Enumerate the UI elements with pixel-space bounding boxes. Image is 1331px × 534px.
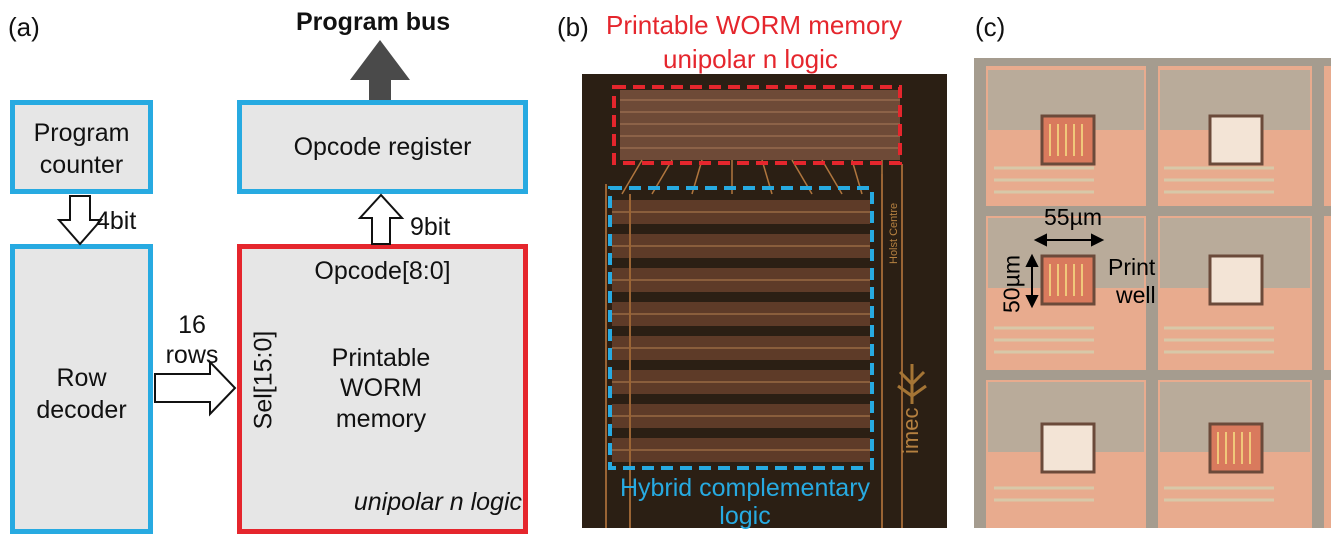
chip-photo: Holst Centre imec	[582, 74, 947, 528]
print-well-label-2: well	[1116, 282, 1156, 308]
dim-height-label: 50µm	[998, 255, 1025, 313]
program-counter-label-2: counter	[39, 151, 124, 179]
memory-label-3: memory	[335, 405, 427, 433]
program-bus-title: Program bus	[296, 8, 451, 36]
panel-c-label: (c)	[975, 12, 1006, 42]
worm-memory-box	[237, 244, 528, 534]
hybrid-label-2: logic	[719, 502, 771, 530]
print-well-label-1: Print	[1108, 254, 1156, 280]
rows-16-label-2: rows	[165, 341, 219, 369]
chip-imec-text: imec	[898, 407, 923, 454]
rows-16-label-1: 16	[178, 311, 206, 339]
row-decoder-label-1: Row	[56, 364, 107, 392]
memory-label-2: WORM	[340, 374, 422, 402]
worm-subtitle: unipolar n logic	[663, 44, 838, 74]
bits-4-label: 4bit	[96, 207, 137, 235]
dim-width-label: 55µm	[1044, 204, 1102, 230]
memory-label-1: Printable	[331, 344, 431, 372]
panel-a-label: (a)	[8, 12, 40, 42]
panel-b-label: (b)	[557, 12, 589, 42]
chip-circuit-art	[582, 74, 947, 528]
program-counter-box	[10, 100, 153, 194]
chip-holst-text: Holst Centre	[888, 202, 900, 264]
bits-9-label: 9bit	[410, 213, 451, 241]
opcode-register-label: Opcode register	[293, 133, 472, 161]
micrograph: 55µm 50µm Print well	[974, 58, 1331, 528]
micrograph-art	[974, 58, 1331, 528]
opcode-register-box	[237, 100, 528, 194]
row-decoder-label-2: decoder	[36, 396, 127, 424]
unipolar-label: unipolar n logic	[353, 488, 522, 516]
opcode-range-label: Opcode[8:0]	[314, 257, 451, 285]
hybrid-label-1: Hybrid complementary	[619, 474, 871, 502]
sel-range-label: Sel[15:0]	[249, 330, 278, 430]
program-counter-label-1: Program	[33, 119, 130, 147]
worm-title: Printable WORM memory	[606, 10, 903, 40]
